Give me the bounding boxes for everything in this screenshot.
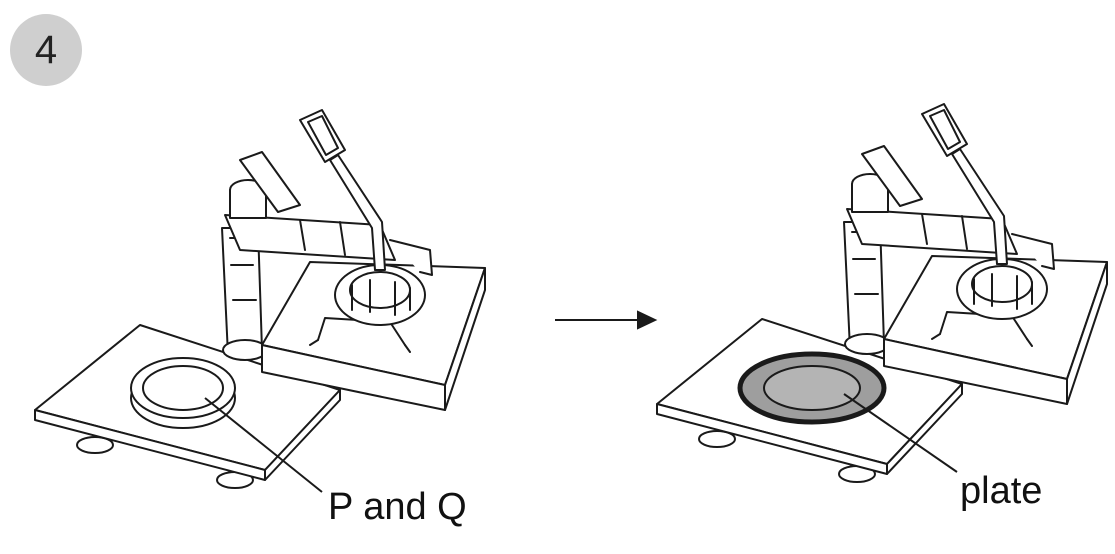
plate xyxy=(737,351,887,425)
callout-line-right xyxy=(843,393,958,473)
arrow-right-icon xyxy=(555,310,658,330)
callout-label-p-and-q: P and Q xyxy=(328,486,467,528)
heat-press-left xyxy=(34,109,486,493)
step-number-badge: 4 xyxy=(10,14,82,86)
p-and-q-disc xyxy=(130,357,236,429)
heat-press-right xyxy=(656,103,1108,483)
callout-line-left xyxy=(204,397,323,493)
step-number: 4 xyxy=(34,27,58,72)
callout-label-plate: plate xyxy=(960,470,1043,512)
